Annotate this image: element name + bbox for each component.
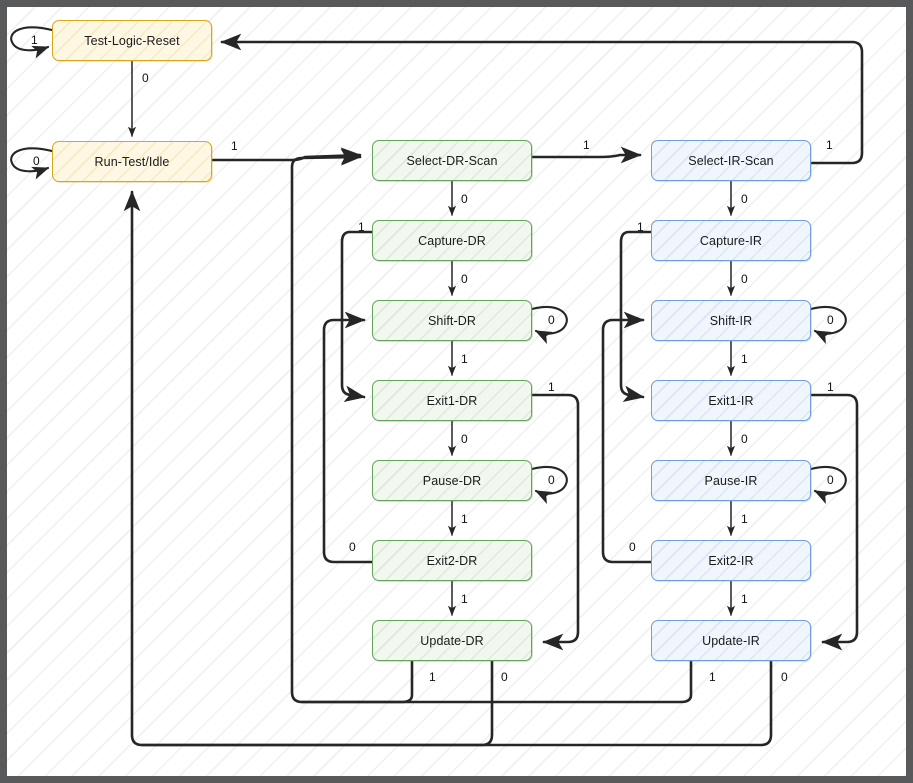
state-node-shift-ir[interactable]: Shift-IR xyxy=(651,300,811,341)
state-node-pause-ir[interactable]: Pause-IR xyxy=(651,460,811,501)
transition-label-shiftir-shiftir: 0 xyxy=(827,313,834,327)
edge-exit1ir-updateir xyxy=(809,393,859,651)
state-label: Select-IR-Scan xyxy=(688,153,774,168)
transition-label-updateir-rti: 0 xyxy=(781,670,788,684)
edge-exit1dr-updatedr xyxy=(530,393,580,651)
state-label: Exit1-DR xyxy=(426,393,478,408)
state-label: Update-IR xyxy=(702,633,760,648)
transition-label-rti-seldr: 1 xyxy=(231,139,238,153)
edge-exit2dr-shiftdr xyxy=(322,311,374,564)
transition-label-shiftdr-shiftdr: 0 xyxy=(548,313,555,327)
edge-updatedr-seldr xyxy=(290,149,414,704)
transition-label-exit2ir-updateir: 1 xyxy=(741,592,748,606)
edge-pauseir-self xyxy=(809,466,847,504)
transition-label-pauseir-exit2ir: 1 xyxy=(741,512,748,526)
transition-label-pauseir-pauseir: 0 xyxy=(827,473,834,487)
state-node-update-dr[interactable]: Update-DR xyxy=(372,620,532,661)
transition-label-exit1ir-pauseir: 0 xyxy=(741,432,748,446)
edge-shiftir-self xyxy=(809,306,847,344)
state-node-exit2-ir[interactable]: Exit2-IR xyxy=(651,540,811,581)
state-node-exit1-dr[interactable]: Exit1-DR xyxy=(372,380,532,421)
edge-seldr-selir xyxy=(530,146,642,164)
transition-label-pausedr-exit2dr: 1 xyxy=(461,512,468,526)
state-label: Pause-IR xyxy=(704,473,758,488)
edge-updateir-rti xyxy=(140,659,773,747)
state-node-select-dr-scan[interactable]: Select-DR-Scan xyxy=(372,140,532,181)
transition-label-shiftdr-exit1dr: 1 xyxy=(461,352,468,366)
edge-updateir-selir xyxy=(300,659,693,704)
transition-label-seldr-selir: 1 xyxy=(583,138,590,152)
state-node-exit1-ir[interactable]: Exit1-IR xyxy=(651,380,811,421)
state-node-run-test-idle[interactable]: Run-Test/Idle xyxy=(52,141,212,182)
transition-label-shiftir-exit1ir: 1 xyxy=(741,352,748,366)
transition-label-selir-capir: 0 xyxy=(741,192,748,206)
transition-label-capir-exit1ir: 1 xyxy=(637,220,644,234)
state-label: Run-Test/Idle xyxy=(94,154,170,169)
transition-label-seldr-capdr: 0 xyxy=(461,192,468,206)
state-label: Update-DR xyxy=(420,633,484,648)
state-label: Capture-IR xyxy=(699,233,763,248)
transition-label-updatedr-rti: 0 xyxy=(501,670,508,684)
state-node-capture-ir[interactable]: Capture-IR xyxy=(651,220,811,261)
transition-label-rti-rti: 0 xyxy=(33,154,40,168)
transition-label-exit1ir-updateir: 1 xyxy=(827,380,834,394)
transition-label-exit1dr-updatedr: 1 xyxy=(548,380,555,394)
edge-tlr-self xyxy=(10,26,54,59)
edge-exit2ir-shiftir xyxy=(601,311,653,564)
state-label: Shift-DR xyxy=(427,313,477,328)
edge-pausedr-self xyxy=(530,466,568,504)
state-label: Test-Logic-Reset xyxy=(84,33,180,48)
transition-label-exit2ir-shiftir: 0 xyxy=(629,540,636,554)
edge-capdr-exit1dr xyxy=(340,230,374,403)
state-label: Capture-DR xyxy=(418,233,486,248)
transition-label-selir-tlr: 1 xyxy=(826,138,833,152)
transition-label-capdr-exit1dr: 1 xyxy=(358,220,365,234)
transition-label-capdr-shiftdr: 0 xyxy=(461,272,468,286)
state-label: Shift-IR xyxy=(709,313,753,328)
transition-label-tlr-rti: 0 xyxy=(142,71,149,85)
transition-label-exit1dr-pausedr: 0 xyxy=(461,432,468,446)
state-node-capture-dr[interactable]: Capture-DR xyxy=(372,220,532,261)
state-label: Exit2-IR xyxy=(708,553,754,568)
state-node-update-ir[interactable]: Update-IR xyxy=(651,620,811,661)
state-label: Select-DR-Scan xyxy=(406,153,498,168)
state-node-test-logic-reset[interactable]: Test-Logic-Reset xyxy=(52,20,212,61)
state-node-pause-dr[interactable]: Pause-DR xyxy=(372,460,532,501)
state-node-exit2-dr[interactable]: Exit2-DR xyxy=(372,540,532,581)
edge-capir-exit1ir xyxy=(619,230,653,403)
transition-label-updateir-selir: 1 xyxy=(709,670,716,684)
transition-label-capir-shiftir: 0 xyxy=(741,272,748,286)
state-label: Exit2-DR xyxy=(426,553,478,568)
state-label: Pause-DR xyxy=(422,473,482,488)
transition-label-pausedr-pausedr: 0 xyxy=(548,473,555,487)
edge-shiftdr-self xyxy=(530,306,568,344)
edge-rti-self xyxy=(10,147,54,180)
edge-selir-tlr xyxy=(220,33,864,165)
transition-label-tlr-tlr: 1 xyxy=(31,33,38,47)
state-node-shift-dr[interactable]: Shift-DR xyxy=(372,300,532,341)
state-node-select-ir-scan[interactable]: Select-IR-Scan xyxy=(651,140,811,181)
transition-label-exit2dr-shiftdr: 0 xyxy=(349,540,356,554)
state-label: Exit1-IR xyxy=(708,393,754,408)
transition-label-exit2dr-updatedr: 1 xyxy=(461,592,468,606)
transition-label-updatedr-seldr: 1 xyxy=(429,670,436,684)
